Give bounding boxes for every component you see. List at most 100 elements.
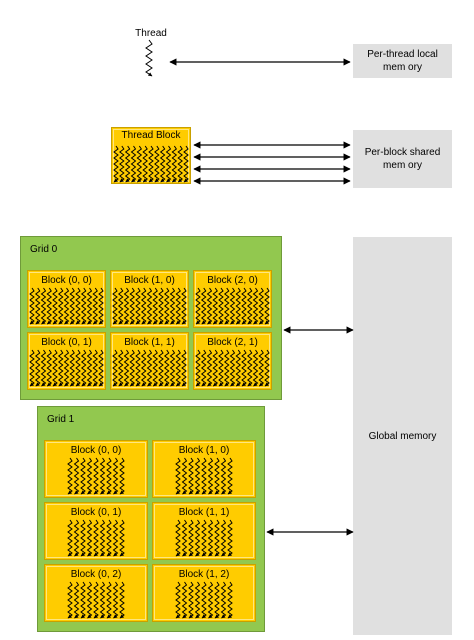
thread-squiggle [206,287,213,325]
thread-squiggle [86,581,93,619]
thread-squiggle [67,519,73,557]
thread-squiggle [52,287,58,325]
thread-squiggle [86,287,93,325]
thread-squiggle [119,519,125,557]
thread-squiggle [212,287,219,325]
thread-squiggle [214,519,220,557]
thread-squiggle [207,519,214,557]
thread-squiggle [93,457,99,495]
thread-squiggle [227,457,233,495]
thread-squiggle [252,349,259,387]
block-label: Block (0, 0) [70,445,122,456]
thread-squiggle [153,145,160,183]
thread-squiggle [86,457,93,495]
thread-squiggle [181,519,188,557]
thread-squiggle [188,519,194,557]
thread-squiggle [218,287,224,325]
thread-squiggle [80,349,87,387]
thread-squiggle [227,581,233,619]
thread-squiggle [200,287,207,325]
thread-squiggle [92,349,99,387]
thread-squiggle [207,581,214,619]
thread-squiggle [86,519,93,557]
thread-squiggle [165,145,172,183]
thread-squiggle [194,457,201,495]
block-label: Block (0, 1) [70,507,122,518]
thread-squiggle [223,287,230,325]
thread-label: Thread [135,28,167,39]
thread-squiggle [194,519,201,557]
thread-squiggle [229,349,236,387]
thread-squiggle [218,349,224,387]
thread-squiggle [112,457,119,495]
thread-squiggle [146,287,153,325]
thread-squiggle [113,145,119,183]
thread-squiggle [201,457,207,495]
thread-squiggle [201,581,207,619]
thread-squiggle [223,349,230,387]
thread-squiggle [235,349,242,387]
thread-squiggle [181,581,188,619]
thread-squiggle [246,287,253,325]
thread-squiggle [181,349,187,387]
thread-squiggle [98,349,104,387]
thread-squiggle [169,349,176,387]
thread-squiggle [106,457,112,495]
thread-squiggle [181,457,188,495]
block-label: Block (1, 1) [124,337,175,348]
thread-squiggle [175,349,182,387]
thread-squiggle [201,519,207,557]
thread-squiggle [80,457,86,495]
block-label: Block (2, 1) [207,337,258,348]
thread-squiggles [29,39,270,619]
thread-squiggle [140,287,147,325]
thread-squiggle [171,145,178,183]
block-label: Block (1, 0) [178,445,230,456]
thread-squiggle [130,145,137,183]
local-memory-line1: Per-thread local [367,49,438,60]
thread-squiggle [29,287,35,325]
thread-squiggle [206,349,213,387]
thread-squiggle [220,581,227,619]
per-block-shared-memory: Per-block shared mem ory [353,130,452,188]
thread-squiggle [229,287,236,325]
block-label: Block (1, 0) [124,275,175,286]
thread-squiggle [75,349,81,387]
thread-squiggle [181,287,187,325]
thread-squiggle [214,457,220,495]
thread-squiggle [117,287,124,325]
thread-squiggle [158,287,164,325]
thread-squiggle [163,349,170,387]
thread-squiggle [57,349,64,387]
thread-squiggle [169,287,176,325]
thread-squiggle [80,519,86,557]
thread-squiggle [98,287,104,325]
thread-squiggle [246,349,253,387]
thread-squiggle [140,349,147,387]
thread-squiggle [207,457,214,495]
thread-squiggle [188,581,194,619]
thread-squiggle [57,287,64,325]
thread-squiggle [194,581,201,619]
local-memory-line2: mem ory [383,62,422,73]
thread-squiggle [34,287,41,325]
thread-squiggle [188,457,194,495]
block-label: Block (0, 0) [41,275,92,286]
thread-squiggle [106,519,112,557]
thread-squiggle [46,287,53,325]
thread-squiggle [129,349,136,387]
thread-squiggle [73,457,80,495]
thread-squiggle [29,349,35,387]
thread-squiggle [112,287,118,325]
thread-squiggle [258,287,265,325]
thread-squiggle-icon [145,39,153,77]
thread-squiggle [159,145,166,183]
thread-squiggle [177,145,184,183]
thread-squiggle [63,349,70,387]
thread-squiggle [135,349,141,387]
thread-squiggle [80,581,86,619]
global-memory-label: Global memory [368,430,437,442]
thread-squiggle [200,349,207,387]
thread-squiggle [118,145,125,183]
thread-squiggle [135,287,141,325]
